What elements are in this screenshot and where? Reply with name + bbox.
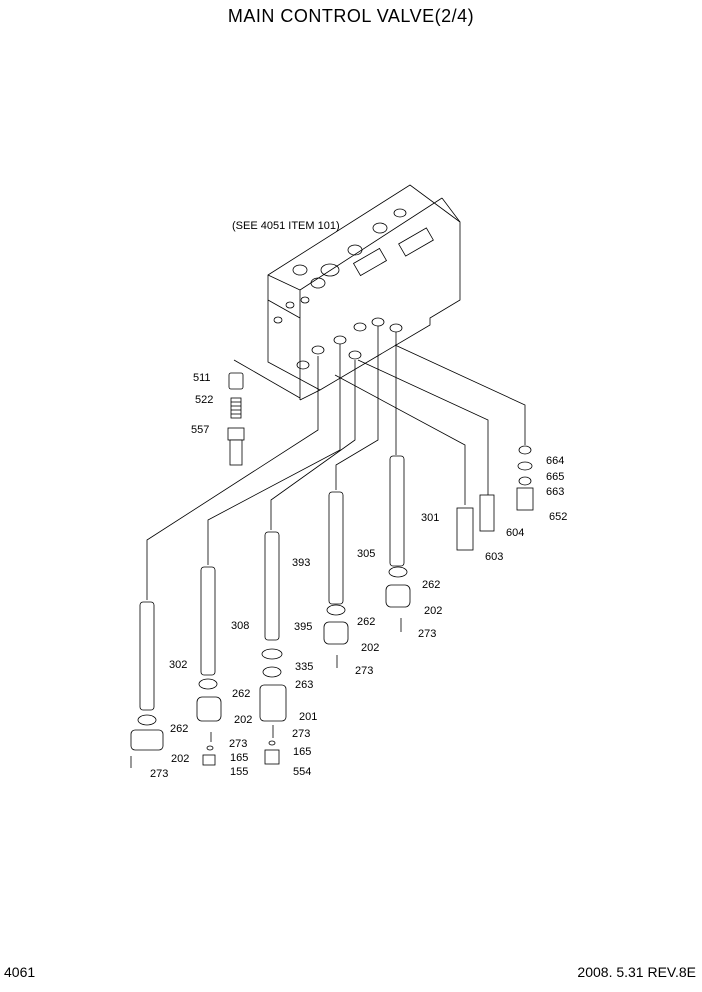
label-262-c: 262 bbox=[232, 688, 250, 700]
label-262-b: 262 bbox=[357, 616, 375, 628]
part-511-522-557 bbox=[227, 372, 245, 466]
part-labels: 511 522 557 664 665 663 652 301 604 603 … bbox=[150, 372, 567, 780]
label-554: 554 bbox=[293, 766, 311, 778]
label-522: 522 bbox=[195, 394, 213, 406]
label-305: 305 bbox=[357, 548, 375, 560]
valve-body bbox=[267, 184, 461, 401]
label-155: 155 bbox=[230, 766, 248, 778]
label-201: 201 bbox=[299, 711, 317, 723]
label-202-a: 202 bbox=[424, 605, 442, 617]
label-395: 395 bbox=[294, 621, 312, 633]
part-652-group bbox=[516, 445, 534, 511]
label-262-d: 262 bbox=[170, 723, 188, 735]
page-title: MAIN CONTROL VALVE(2/4) bbox=[227, 6, 475, 26]
label-604: 604 bbox=[506, 527, 524, 539]
label-665: 665 bbox=[546, 471, 564, 483]
revision-date: 2008. 5.31 REV.8E bbox=[577, 964, 696, 980]
label-273-d: 273 bbox=[229, 738, 247, 750]
label-511: 511 bbox=[193, 372, 211, 384]
label-335: 335 bbox=[295, 661, 313, 673]
spool-393-395 bbox=[259, 531, 287, 765]
label-202-d: 202 bbox=[171, 753, 189, 765]
label-301: 301 bbox=[421, 512, 439, 524]
label-603: 603 bbox=[485, 551, 503, 563]
label-273-b: 273 bbox=[355, 665, 373, 677]
page-number: 4061 bbox=[4, 964, 36, 980]
label-165-a: 165 bbox=[293, 746, 311, 758]
spool-308 bbox=[196, 566, 222, 766]
label-262-a: 262 bbox=[422, 579, 440, 591]
label-302: 302 bbox=[169, 659, 187, 671]
label-393: 393 bbox=[292, 557, 310, 569]
spool-301 bbox=[385, 455, 411, 632]
label-263: 263 bbox=[295, 679, 313, 691]
part-604-603 bbox=[456, 494, 495, 551]
label-165-b: 165 bbox=[230, 752, 248, 764]
label-202-b: 202 bbox=[361, 642, 379, 654]
label-652: 652 bbox=[549, 511, 567, 523]
projection-lines bbox=[146, 326, 526, 600]
label-202-c: 202 bbox=[234, 714, 252, 726]
spool-302 bbox=[130, 601, 164, 768]
label-308: 308 bbox=[231, 620, 249, 632]
label-664: 664 bbox=[546, 455, 564, 467]
label-273-a: 273 bbox=[418, 628, 436, 640]
reference-note: (SEE 4051 ITEM 101) bbox=[232, 220, 340, 232]
label-557: 557 bbox=[191, 424, 209, 436]
label-273-c: 273 bbox=[292, 728, 310, 740]
label-663: 663 bbox=[546, 486, 564, 498]
label-273-e: 273 bbox=[150, 768, 168, 780]
spool-305 bbox=[323, 491, 349, 668]
